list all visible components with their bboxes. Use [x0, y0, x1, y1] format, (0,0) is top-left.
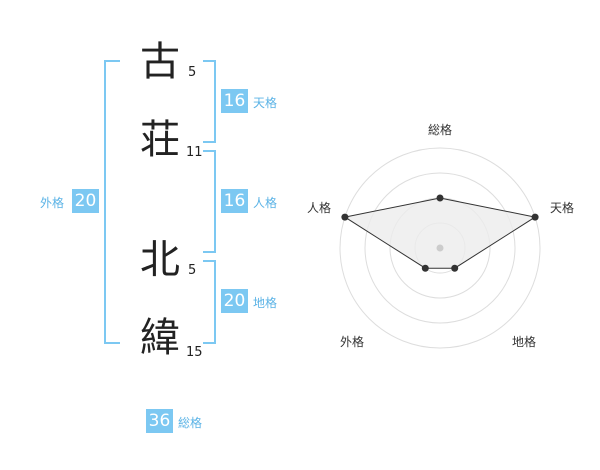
- jinkaku-value: 16: [221, 189, 248, 213]
- radar-point-4: [421, 264, 429, 272]
- gaikaku-value: 20: [72, 189, 99, 213]
- radar-point-1: [436, 194, 444, 202]
- radar-points: [341, 194, 539, 272]
- chikaku-bracket: [203, 260, 216, 344]
- gaikaku-bracket: [104, 60, 120, 344]
- chikaku-label: 地格: [253, 296, 278, 310]
- soukaku-label: 総格: [178, 416, 203, 430]
- tenkaku-label: 天格: [253, 96, 278, 110]
- chikaku-value: 20: [221, 289, 248, 313]
- radar-ring-3: [364, 172, 516, 324]
- jinkaku-bracket: [203, 150, 216, 253]
- soukaku-value: 36: [146, 409, 173, 433]
- radar-center-dot: [436, 244, 444, 252]
- radar-data-area: [343, 197, 537, 269]
- tenkaku-value: 16: [221, 89, 248, 113]
- axis-label-jinkaku: 人格: [307, 200, 331, 215]
- radar-point-3: [451, 264, 459, 272]
- stroke-count-4: 15: [186, 345, 203, 360]
- tenkaku-bracket: [203, 60, 216, 143]
- axis-label-chikaku: 地格: [512, 334, 536, 349]
- name-char-3: 北: [140, 237, 180, 283]
- axis-label-gaikaku: 外格: [340, 334, 364, 349]
- axis-label-soukaku: 総格: [428, 122, 452, 137]
- stroke-count-3: 5: [188, 263, 197, 278]
- name-char-1: 古: [140, 39, 180, 85]
- stroke-count-1: 5: [188, 65, 197, 80]
- radar-ring-4: [339, 147, 541, 349]
- gaikaku-label: 外格: [40, 196, 65, 210]
- radar-point-5: [341, 213, 349, 221]
- name-char-4: 緯: [140, 315, 180, 361]
- radar-point-2: [531, 213, 539, 221]
- jinkaku-label: 人格: [253, 196, 278, 210]
- name-char-2: 荘: [140, 117, 180, 163]
- stroke-count-2: 11: [186, 145, 203, 160]
- axis-label-tenkaku: 天格: [550, 200, 574, 215]
